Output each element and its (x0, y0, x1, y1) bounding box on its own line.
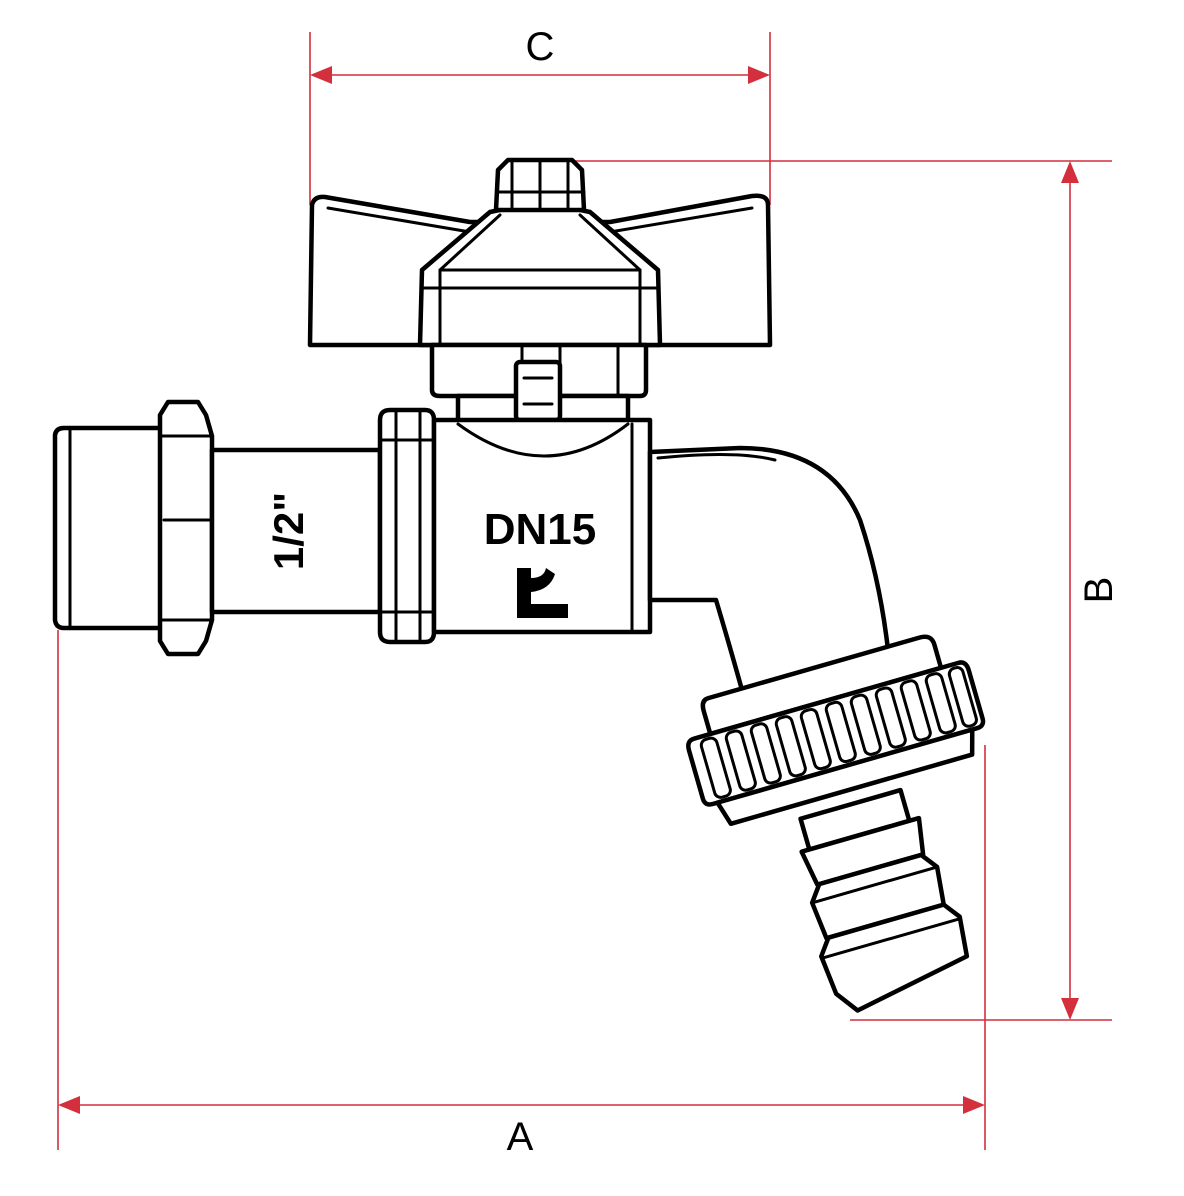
dn-marking: DN15 (484, 505, 597, 554)
thread-size-marking: 1/2" (265, 492, 312, 570)
valve-body: DN15 (377, 407, 653, 645)
dimension-label-b: B (1077, 577, 1121, 604)
dimension-a: A (57, 630, 986, 1159)
dimension-label-a: A (507, 1115, 534, 1159)
spout (647, 445, 891, 693)
valve-neck: 1/2" (209, 447, 383, 615)
dimension-c: C (309, 25, 771, 205)
hose-barb (798, 787, 970, 1013)
dimension-label-c: C (526, 25, 555, 69)
inlet-thread (52, 425, 165, 631)
knurl-ridges (699, 666, 978, 799)
dimension-b: B (540, 160, 1121, 1021)
top-nut (493, 157, 587, 213)
hose-nut (686, 634, 986, 827)
elbow-logo-icon (517, 568, 568, 618)
hex-nut (157, 399, 215, 657)
butterfly-handle (307, 157, 773, 428)
